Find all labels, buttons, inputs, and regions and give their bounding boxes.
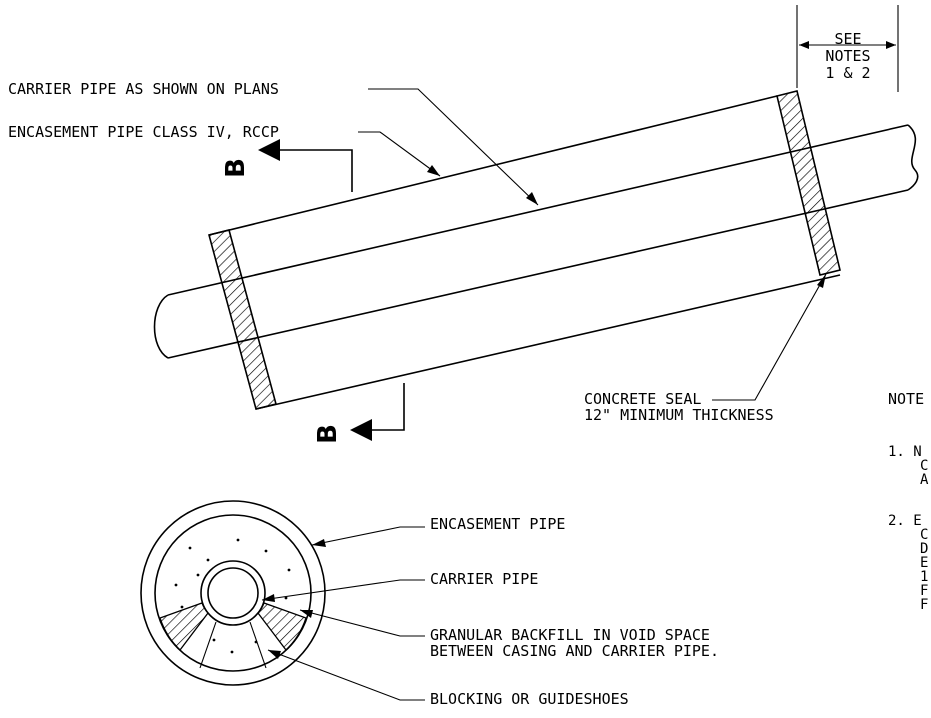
- carrier-pipe-label: CARRIER PIPE: [430, 570, 538, 588]
- note-2-line: 2. E: [888, 513, 922, 529]
- see-notes-label: 1 & 2: [825, 64, 870, 82]
- concrete-seal-right: [776, 90, 841, 276]
- arrowhead: [300, 610, 313, 618]
- arrowhead: [817, 274, 826, 288]
- note-1-line: A: [920, 472, 929, 488]
- concrete-seal-thickness-label: 12" MINIMUM THICKNESS: [584, 406, 774, 424]
- concrete-seal-left: [208, 229, 277, 410]
- leader-blocking: [267, 649, 425, 701]
- carrier-pipe-plans-label: CARRIER PIPE AS SHOWN ON PLANS: [8, 80, 279, 98]
- note-1-line: 1. N: [888, 444, 922, 460]
- see-notes-dimension: [796, 5, 899, 92]
- leader-granular: [299, 609, 425, 637]
- notes-heading: NOTE: [888, 390, 924, 408]
- note-2-line: D: [920, 541, 928, 557]
- note-2-line: F: [920, 597, 928, 613]
- granular-backfill-label: BETWEEN CASING AND CARRIER PIPE.: [430, 642, 719, 660]
- section-letter-b-bottom: B: [313, 424, 343, 444]
- concrete-seal-label: CONCRETE SEAL: [584, 390, 701, 408]
- leader-concrete-seal: [712, 273, 827, 401]
- guideshoe-left: [159, 602, 209, 651]
- guideshoe-right: [257, 602, 307, 651]
- leader-carrier-pipe: [368, 88, 539, 206]
- leader-encasement-pipe: [358, 131, 441, 177]
- arrowhead: [268, 650, 281, 659]
- section-mark-top: [258, 139, 353, 192]
- encasement-pipe-label: ENCASEMENT PIPE: [430, 515, 565, 533]
- carrier-pipe-plan: [153, 124, 919, 359]
- note-2-line: C: [920, 527, 928, 543]
- section-mark-bottom: [350, 383, 405, 441]
- section-letter-b-top: B: [221, 158, 251, 178]
- note-1-line: C: [920, 458, 928, 474]
- leader-encasement-section: [311, 526, 425, 546]
- arrowhead: [312, 539, 326, 547]
- granular-backfill-label: GRANULAR BACKFILL IN VOID SPACE: [430, 626, 710, 644]
- arrowhead: [262, 594, 275, 602]
- see-notes-label: NOTES: [825, 47, 870, 65]
- blocking-label: BLOCKING OR GUIDESHOES: [430, 690, 629, 708]
- leader-carrier-section: [261, 579, 425, 601]
- see-notes-label: SEE: [834, 30, 861, 48]
- cross-section: [140, 500, 326, 686]
- note-2-line: 1: [920, 569, 928, 585]
- encasement-pipe-plan: [208, 95, 841, 410]
- arrowhead: [427, 165, 440, 176]
- note-2-line: E: [920, 555, 928, 571]
- encasement-pipe-class-label: ENCASEMENT PIPE CLASS IV, RCCP: [8, 123, 279, 141]
- note-2-line: F: [920, 583, 928, 599]
- arrowhead: [526, 192, 538, 205]
